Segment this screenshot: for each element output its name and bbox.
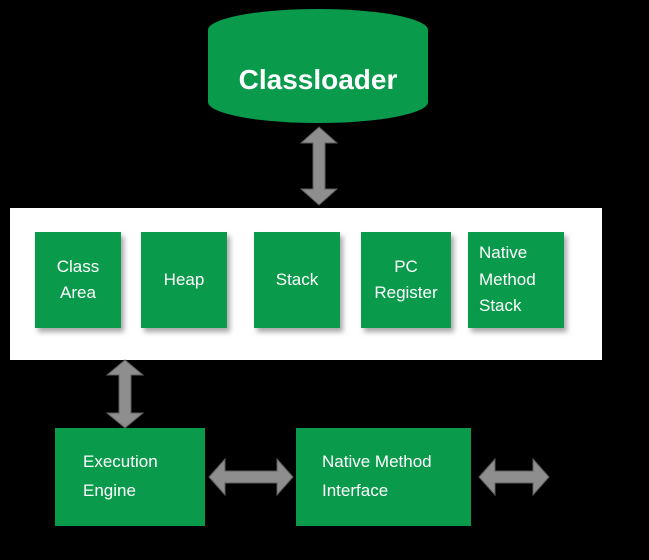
heap-box: Heap: [141, 232, 227, 328]
stack-box: Stack: [254, 232, 340, 328]
native-method-interface-box: Native Method Interface: [296, 428, 471, 526]
pc-register-box: PC Register: [361, 232, 451, 328]
double-arrow-horizontal-nmi-libraries-icon: [478, 458, 550, 496]
runtime-data-areas-panel: Class Area Heap Stack PC Register Native…: [10, 208, 602, 360]
double-arrow-vertical-classloader-memory-icon: [300, 126, 338, 206]
execution-engine-box: Execution Engine: [55, 428, 205, 526]
class-area-box: Class Area: [35, 232, 121, 328]
cylinder-shape-icon: [208, 9, 428, 123]
classloader-label: Classloader: [238, 64, 398, 95]
double-arrow-vertical-memory-engine-icon: [106, 359, 144, 429]
native-method-stack-box: Native Method Stack: [468, 232, 564, 328]
double-arrow-horizontal-engine-nmi-icon: [208, 458, 294, 496]
classloader-node: Classloader: [205, 6, 431, 126]
